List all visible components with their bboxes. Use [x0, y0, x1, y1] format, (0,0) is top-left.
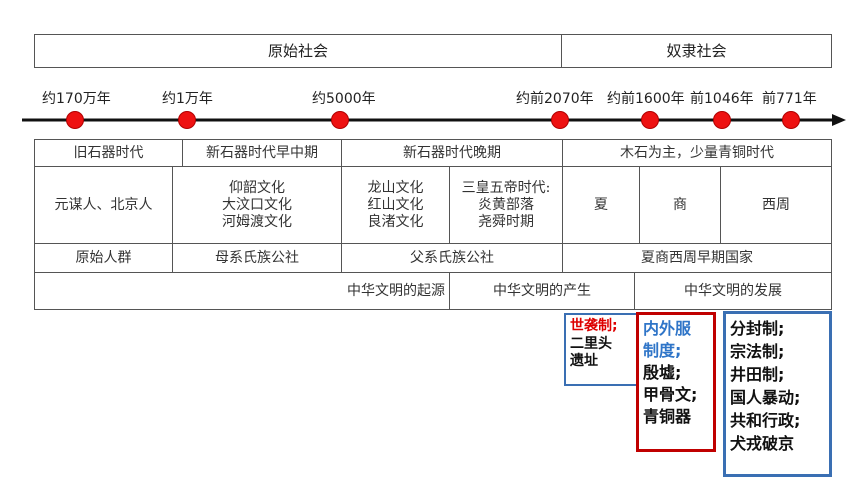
header-primitive-society: 原始社会	[34, 34, 562, 68]
society-early-states: 夏商西周早期国家	[562, 243, 832, 273]
culture-western-zhou: 西周	[720, 166, 832, 244]
timeline-label-5000: 约5000年	[312, 91, 376, 107]
timeline-label-2070bc: 约前2070年	[516, 91, 594, 107]
period-early-neolithic: 新石器时代早中期	[182, 139, 342, 167]
note-zhou-quanrong: 犬戎破京	[730, 434, 795, 453]
culture-xia: 夏	[562, 166, 640, 244]
culture-shang: 商	[639, 166, 721, 244]
timeline-dot-1wan	[178, 111, 196, 129]
note-zhou-riot: 国人暴动;	[730, 388, 801, 407]
civilization-origin: 中华文明的起源	[347, 282, 445, 299]
society-patriarchal: 父系氏族公社	[341, 243, 563, 273]
note-shang-system: 制度;	[643, 341, 682, 360]
timeline-label-1600bc: 约前1600年	[607, 91, 685, 107]
civilization-development: 中华文明的发展	[634, 272, 832, 310]
note-shang-yinxu: 殷墟;	[643, 363, 682, 382]
note-xia-erlitou: 二里头	[570, 335, 612, 352]
note-zhou-jingtian: 井田制;	[730, 365, 785, 384]
culture-yanhuang: 炎黄部落	[478, 196, 534, 213]
culture-yangshao: 仰韶文化	[229, 179, 285, 196]
culture-yaoshun: 尧舜时期	[478, 213, 534, 230]
note-zhou-gonghe: 共和行政;	[730, 411, 801, 430]
society-primitive-groups: 原始人群	[34, 243, 173, 273]
timeline-label-170wan: 约170万年	[42, 91, 111, 107]
culture-longshan: 龙山文化	[367, 179, 424, 196]
period-paleolithic: 旧石器时代	[34, 139, 183, 167]
note-box-zhou: 分封制; 宗法制; 井田制; 国人暴动; 共和行政; 犬戎破京	[723, 311, 832, 477]
timeline-label-1wan: 约1万年	[162, 91, 213, 107]
culture-longshan-group: 龙山文化 红山文化 良渚文化	[341, 166, 450, 244]
culture-five-emperors: 三皇五帝时代:	[461, 179, 551, 196]
period-late-neolithic: 新石器时代晚期	[341, 139, 563, 167]
timeline-dot-2070bc	[551, 111, 569, 129]
timeline-dot-771bc	[782, 111, 800, 129]
note-shang-neiwaifu: 内外服	[643, 319, 692, 338]
civilization-emergence: 中华文明的产生	[449, 272, 635, 310]
timeline-axis	[22, 114, 846, 126]
timeline-label-1046bc: 前1046年	[690, 91, 754, 107]
society-matriarchal: 母系氏族公社	[172, 243, 342, 273]
timeline-label-771bc: 前771年	[762, 91, 817, 107]
culture-hongshan: 红山文化	[367, 196, 424, 213]
note-zhou-zongfa: 宗法制;	[730, 342, 785, 361]
note-shang-oracle: 甲骨文;	[643, 385, 698, 404]
note-box-xia: 世袭制; 二里头 遗址	[564, 313, 638, 386]
culture-dawenkou: 大汶口文化	[222, 196, 292, 213]
note-xia-hereditary: 世袭制;	[570, 318, 618, 334]
timeline-dot-170wan	[66, 111, 84, 129]
period-bronze: 木石为主，少量青铜时代	[562, 139, 832, 167]
timeline-dot-5000	[331, 111, 349, 129]
note-box-shang: 内外服 制度; 殷墟; 甲骨文; 青铜器	[636, 312, 716, 452]
note-zhou-fenfeng: 分封制;	[730, 319, 785, 338]
header-slave-society: 奴隶社会	[561, 34, 832, 68]
note-shang-bronze: 青铜器	[643, 407, 692, 426]
timeline-dot-1046bc	[713, 111, 731, 129]
note-xia-site: 遗址	[570, 353, 598, 369]
culture-liangzhu: 良渚文化	[367, 213, 424, 230]
culture-yangshao-group: 仰韶文化 大汶口文化 河姆渡文化	[172, 166, 342, 244]
culture-five-emperors-group: 三皇五帝时代: 炎黄部落 尧舜时期	[449, 166, 563, 244]
civilization-blank: 中华文明的起源	[34, 272, 450, 310]
culture-yuanmou-beijing: 元谋人、北京人	[34, 166, 173, 244]
culture-hemudu: 河姆渡文化	[222, 213, 292, 230]
timeline-dot-1600bc	[641, 111, 659, 129]
